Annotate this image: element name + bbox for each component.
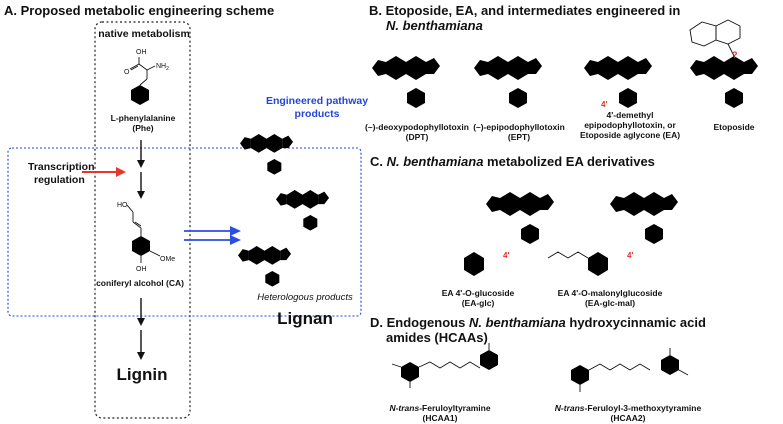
hcaa1-structure <box>391 343 498 388</box>
ept-name: (–)-epipodophyllotoxin <box>473 122 565 132</box>
ea-glc-4prime: 4' <box>503 251 509 260</box>
etoposide-sugar <box>689 19 741 61</box>
ca-ho: HO <box>117 202 128 209</box>
phe-o: O <box>124 69 130 76</box>
dpt-abbrev: (DPT) <box>406 132 429 142</box>
ea-glc-mal-structure <box>610 192 684 244</box>
heterologous-structure-2 <box>276 190 334 231</box>
ept-structure <box>474 56 548 108</box>
hcaa2-structure <box>571 348 689 392</box>
panel-a: A. Proposed metabolic engineering scheme… <box>4 3 368 419</box>
phe-nh2: NH2 <box>156 63 169 72</box>
transcription-label-1: Transcription <box>28 161 95 173</box>
lignin-label: Lignin <box>117 365 168 384</box>
phe-abbrev: (Phe) <box>132 123 153 133</box>
arrow-phe-to-ca <box>137 140 145 199</box>
ea-glc-sugar <box>464 252 484 276</box>
panel-c: C. N. benthamiana metabolized EA derivat… <box>370 154 684 308</box>
hcaa2-name: N-trans-Feruloyl-3-methoxytyramine <box>555 403 702 413</box>
hcaa1-name: N-trans-Feruloyltyramine <box>389 403 490 413</box>
ca-oh: OH <box>136 266 147 273</box>
etoposide-question-mark: ? <box>732 50 738 60</box>
phe-name: L-phenylalanine <box>111 113 176 123</box>
native-label: native metabolism <box>98 28 190 40</box>
ept-abbrev: (EPT) <box>508 132 530 142</box>
ea-name-line1: 4'-demethyl <box>607 110 654 120</box>
phe-oh: OH <box>136 49 147 56</box>
phenylalanine-structure: OH O NH2 <box>124 49 169 105</box>
heterologous-structure-1 <box>240 134 298 175</box>
panel-d: D. Endogenous N. benthamiana hydroxycinn… <box>370 315 706 423</box>
engineered-box <box>7 147 362 317</box>
etoposide-name: Etoposide <box>713 122 754 132</box>
engineered-arrow <box>184 226 241 245</box>
ca-name: coniferyl alcohol (CA) <box>96 278 184 288</box>
ea-glc-abbrev: (EA-glc) <box>462 298 495 308</box>
engineered-label-line2: products <box>295 108 340 120</box>
panel-a-title: A. Proposed metabolic engineering scheme <box>4 3 274 18</box>
panel-c-title: C. N. benthamiana metabolized EA derivat… <box>370 154 655 169</box>
hcaa1-abbrev: (HCAA1) <box>423 413 458 423</box>
engineered-label-line1: Engineered pathway <box>266 95 368 107</box>
ea-glc-mal-abbrev: (EA-glc-mal) <box>585 298 635 308</box>
panel-b-title-line2: N. benthamiana <box>386 18 483 33</box>
ca-ome: OMe <box>160 256 175 263</box>
ea-glc-name: EA 4'-O-glucoside <box>442 288 515 298</box>
ea-glc-structure <box>486 192 560 244</box>
panel-b-title-line1: B. Etoposide, EA, and intermediates engi… <box>369 3 680 18</box>
ea-glc-mal-name: EA 4'-O-malonylglucoside <box>558 288 663 298</box>
panel-b: B. Etoposide, EA, and intermediates engi… <box>365 3 764 142</box>
arrow-ca-to-lignin <box>137 298 145 360</box>
malonyl-chain <box>547 251 589 259</box>
heterologous-label: Heterologous products <box>257 292 353 303</box>
dpt-name: (–)-deoxypodophyllotoxin <box>365 122 469 132</box>
native-metabolism-box <box>94 21 191 419</box>
ea-name-line2: epipodophyllotoxin, or <box>584 120 676 130</box>
ea-structure <box>584 56 658 108</box>
transcription-arrow <box>82 167 126 177</box>
heterologous-structure-3 <box>238 246 296 287</box>
ea-4prime-mark: 4' <box>601 100 607 109</box>
coniferyl-alcohol-structure: HO OMe OH <box>117 202 175 273</box>
ea-glc-mal-4prime: 4' <box>627 251 633 260</box>
hcaa2-abbrev: (HCAA2) <box>611 413 646 423</box>
ea-name-line3: Etoposide aglycone (EA) <box>580 130 680 140</box>
panel-d-title-line2: amides (HCAAs) <box>386 330 488 345</box>
panel-d-title-line1: D. Endogenous N. benthamiana hydroxycinn… <box>370 315 706 330</box>
ea-glc-mal-sugar <box>588 252 608 276</box>
transcription-label-2: regulation <box>34 174 85 186</box>
dpt-structure <box>372 56 446 108</box>
lignan-label: Lignan <box>277 309 333 328</box>
etoposide-structure <box>690 56 764 108</box>
